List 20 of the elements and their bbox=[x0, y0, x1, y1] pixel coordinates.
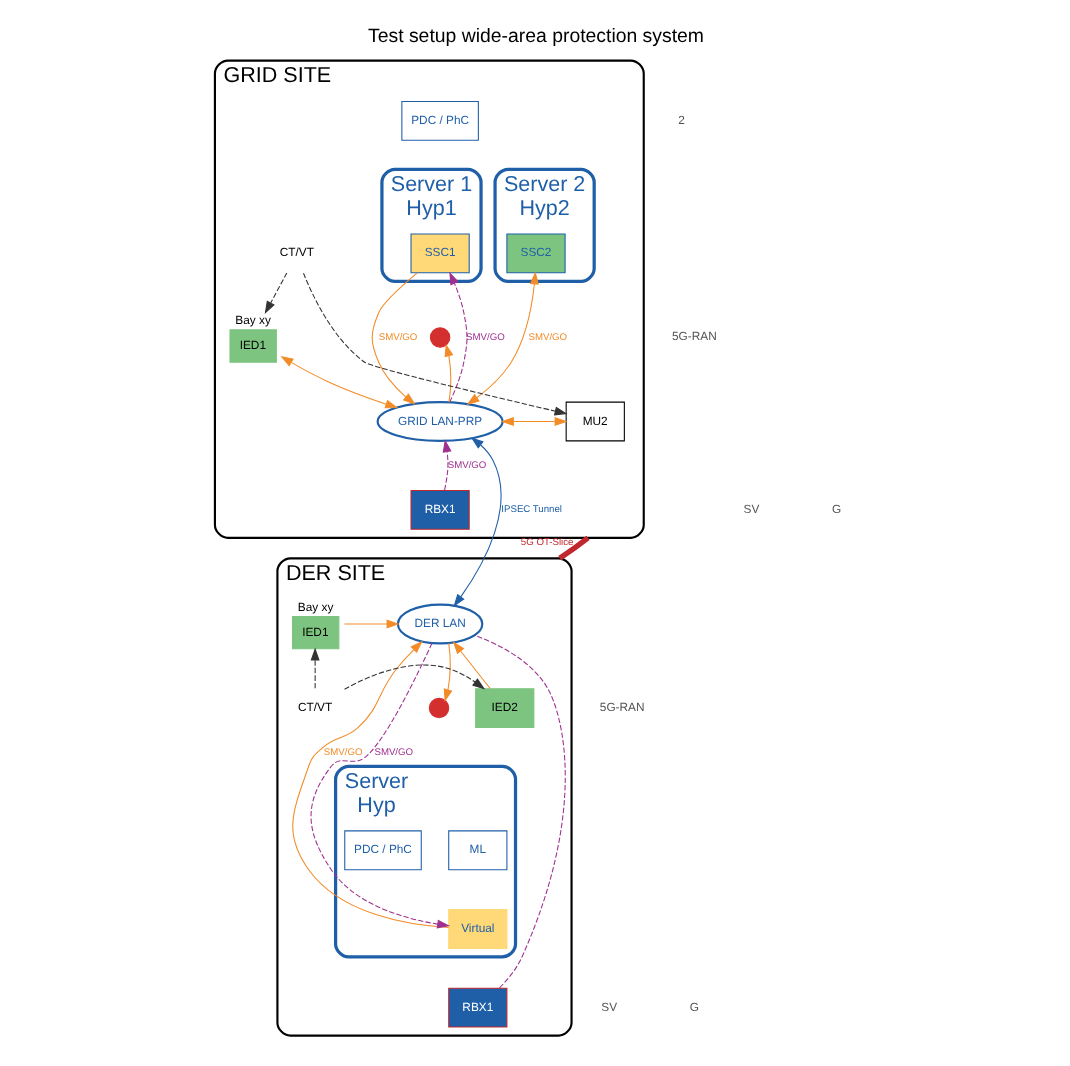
node-circle bbox=[427, 697, 449, 719]
arrow bbox=[451, 641, 490, 690]
arrow bbox=[343, 664, 485, 690]
arrow bbox=[452, 437, 501, 607]
connector bbox=[557, 535, 589, 561]
arrow bbox=[301, 272, 567, 416]
arrow bbox=[441, 439, 451, 491]
connector bbox=[473, 634, 565, 989]
arrow bbox=[442, 642, 452, 703]
arrow bbox=[309, 647, 319, 689]
arrow bbox=[465, 271, 538, 406]
arrow bbox=[279, 356, 398, 409]
arrow bbox=[342, 619, 399, 629]
arrow bbox=[499, 416, 567, 427]
node-circle bbox=[428, 327, 450, 348]
arrow bbox=[443, 343, 453, 403]
arrow bbox=[448, 271, 467, 403]
arrow bbox=[370, 272, 417, 405]
arrow bbox=[263, 272, 287, 314]
diagram-title: Test setup wide-area protection system bbox=[367, 25, 703, 48]
